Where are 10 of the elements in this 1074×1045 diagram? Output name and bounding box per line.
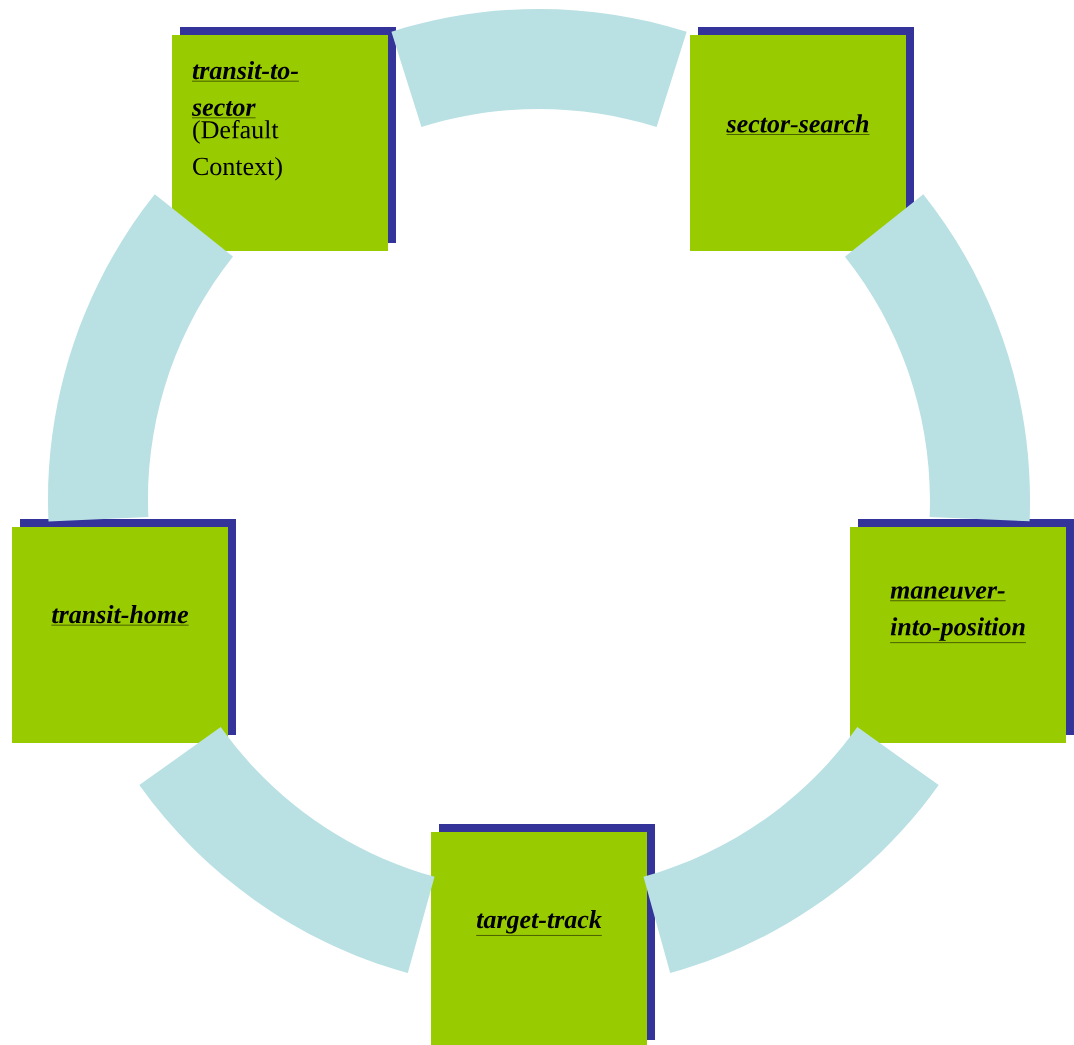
process-box: maneuver-into-position <box>850 519 1074 743</box>
cycle-band <box>845 194 1030 522</box>
process-box: transit-home <box>12 519 236 743</box>
cycle-band <box>643 727 939 974</box>
cycle-band <box>139 727 435 974</box>
process-box: target-track <box>431 824 655 1045</box>
cycle-band <box>48 194 233 522</box>
cycle-band <box>391 9 687 128</box>
process-box: transit-to-sector (Default Context) <box>172 27 396 251</box>
process-box: sector-search <box>690 27 914 251</box>
